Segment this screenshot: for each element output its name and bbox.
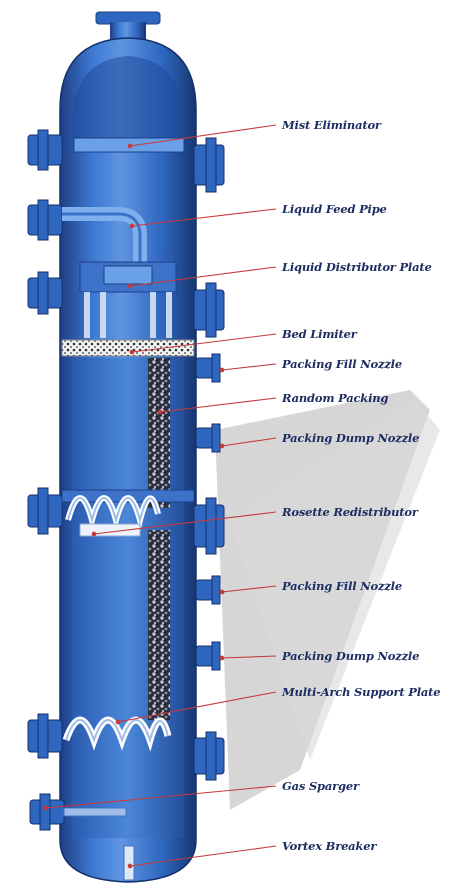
label-gas-sparger: Gas Sparger — [282, 779, 359, 793]
label-packing-fill-nozzle-2: Packing Fill Nozzle — [282, 579, 402, 593]
column-shell — [59, 37, 197, 883]
vortex-breaker — [123, 845, 135, 881]
label-rosette-redistributor: Rosette Redistributor — [282, 505, 418, 519]
leader-lines — [43, 124, 277, 869]
label-random-packing: Random Packing — [282, 391, 389, 405]
rosette-redistributor — [61, 489, 195, 537]
random-packing — [148, 358, 170, 720]
label-packing-fill-nozzle-1: Packing Fill Nozzle — [282, 357, 402, 371]
bed-limiter — [61, 339, 195, 357]
gas-sparger — [63, 807, 127, 817]
label-packing-dump-nozzle-1: Packing Dump Nozzle — [282, 431, 420, 445]
label-mist-eliminator: Mist Eliminator — [282, 118, 381, 132]
liquid-feed-pipe — [62, 207, 147, 262]
label-multi-arch-support-plate: Multi-Arch Support Plate — [282, 685, 441, 699]
label-bed-limiter: Bed Limiter — [282, 327, 357, 341]
multi-arch-support-plate — [62, 716, 172, 752]
column-shadow — [215, 390, 440, 810]
label-liquid-feed-pipe: Liquid Feed Pipe — [282, 202, 387, 216]
top-nozzle — [95, 11, 161, 40]
label-liquid-distributor-plate: Liquid Distributor Plate — [282, 260, 432, 274]
label-packing-dump-nozzle-2: Packing Dump Nozzle — [282, 649, 420, 663]
right-small-nozzles — [195, 353, 221, 671]
right-flanges — [193, 137, 225, 781]
left-flanges — [27, 129, 65, 831]
label-vortex-breaker: Vortex Breaker — [282, 839, 377, 853]
